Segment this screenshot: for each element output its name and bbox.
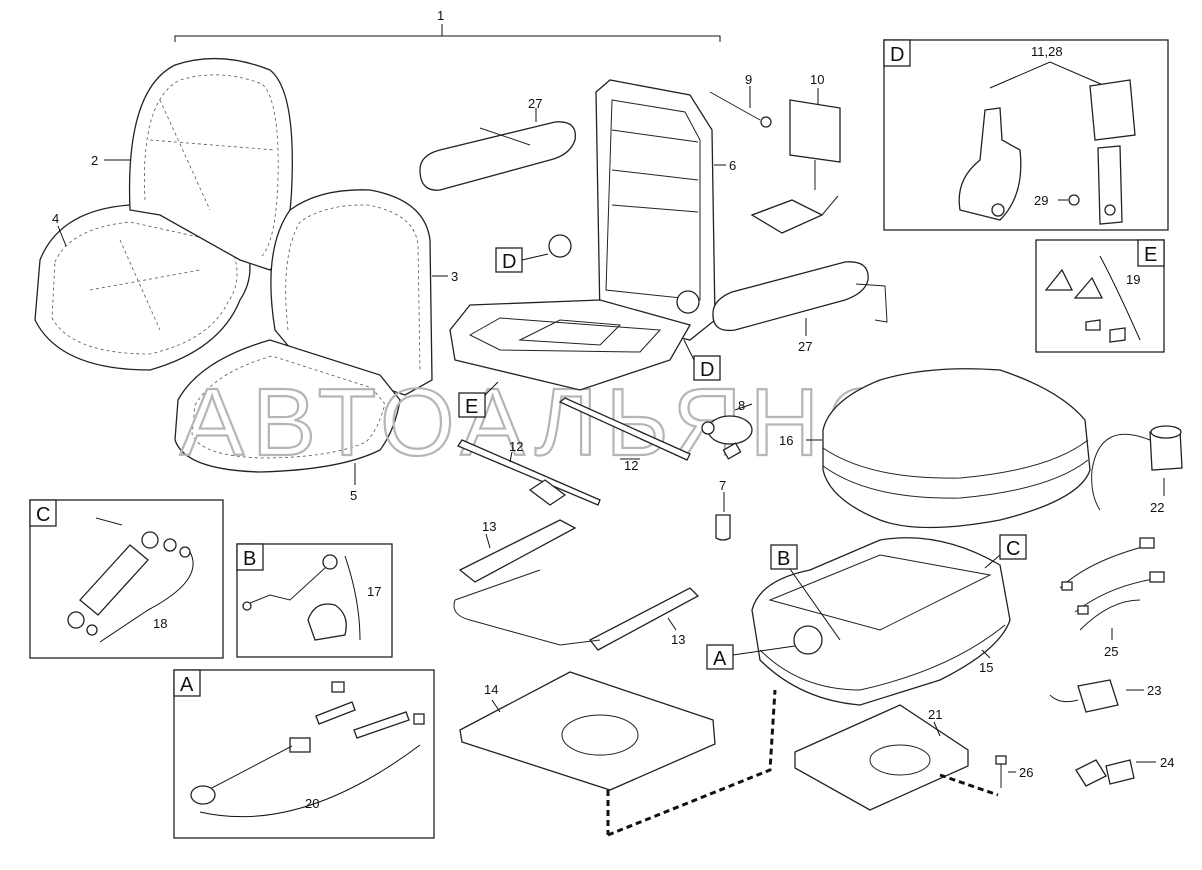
detail-b-box: B 17: [236, 543, 393, 658]
slide-rail-13-top: 13: [458, 519, 577, 583]
seat-frame: 6: [449, 79, 736, 391]
bolt-9: 9: [709, 72, 772, 128]
assembly-lines: [606, 689, 999, 837]
lever-8: 8: [701, 398, 753, 460]
callout-18: 18: [153, 616, 167, 631]
ref-b: B: [770, 544, 841, 641]
svg-text:A: A: [713, 648, 727, 670]
detail-e-box: E 19: [1035, 239, 1165, 353]
callout-14: 14: [484, 682, 498, 697]
seat-cushion-left: 4: [34, 204, 251, 371]
suspension-15: 15: [751, 537, 1011, 706]
rails-12: 12 12: [457, 397, 691, 506]
armrest-left: 27: [419, 96, 576, 191]
switch-23: 23: [1049, 679, 1161, 713]
detail-a-box: A 20: [173, 669, 435, 839]
callout-13-bottom: 13: [671, 632, 685, 647]
detail-a-label: A: [180, 674, 194, 696]
callout-3: 3: [451, 269, 458, 284]
svg-text:D: D: [502, 251, 516, 273]
callout-21: 21: [928, 707, 942, 722]
svg-text:C: C: [1006, 538, 1020, 560]
base-plate-14: 14: [459, 671, 716, 791]
callout-26: 26: [1019, 765, 1033, 780]
slide-rail-13-bottom: 13: [453, 569, 700, 651]
callout-29: 29: [1034, 193, 1048, 208]
ref-e: E: [458, 381, 499, 418]
callout-1: 1: [437, 8, 444, 23]
callout-22: 22: [1150, 500, 1164, 515]
seat-cushion-middle: 5: [174, 339, 401, 503]
ref-d-2: D: [683, 339, 721, 381]
callout-19: 19: [1126, 272, 1140, 287]
svg-text:E: E: [465, 396, 478, 418]
callout-23: 23: [1147, 683, 1161, 698]
armrest-right: 27: [712, 261, 888, 354]
callout-7: 7: [719, 478, 726, 493]
back-cushion-middle: 3: [270, 189, 458, 396]
detail-d-box: D 11,28 29: [883, 39, 1169, 231]
switch-24: 24: [1075, 755, 1174, 787]
ref-d-1: D: [495, 247, 549, 273]
detail-e-label: E: [1144, 244, 1157, 266]
callout-5: 5: [350, 488, 357, 503]
callout-17: 17: [367, 584, 381, 599]
seat-cushion-16: 16: [779, 368, 1091, 529]
svg-text:D: D: [700, 359, 714, 381]
detail-d-label: D: [890, 44, 904, 66]
callout-1-bracket: 1: [174, 8, 721, 42]
callout-20: 20: [305, 796, 319, 811]
callout-25: 25: [1104, 644, 1118, 659]
callout-4: 4: [52, 211, 59, 226]
callout-6: 6: [729, 158, 736, 173]
svg-text:B: B: [777, 548, 790, 570]
ref-a: A: [706, 644, 796, 670]
detail-b-label: B: [243, 548, 256, 570]
knob-7: 7: [715, 478, 731, 541]
callout-12-left: 12: [509, 439, 523, 454]
plate-21: 21: [794, 704, 969, 811]
callout-27-top: 27: [528, 96, 542, 111]
callout-11-28: 11,28: [1031, 44, 1063, 59]
detail-c-label: C: [36, 504, 50, 526]
callout-15: 15: [979, 660, 993, 675]
watermark-text: АВТОАЛЬЯНС: [180, 369, 904, 476]
wiring-harness-25: 25: [1059, 537, 1165, 659]
label-plate-10: 10: [750, 72, 841, 234]
callout-13-top: 13: [482, 519, 496, 534]
callout-27-bottom: 27: [798, 339, 812, 354]
detail-c-box: C 18: [29, 499, 224, 659]
callout-2: 2: [91, 153, 98, 168]
sensor-22: 22: [1091, 425, 1183, 515]
ref-c: C: [984, 534, 1027, 569]
callout-9: 9: [745, 72, 752, 87]
bolt-26: 26: [995, 755, 1033, 788]
callout-12-right: 12: [624, 458, 638, 473]
callout-8: 8: [738, 398, 745, 413]
callout-24: 24: [1160, 755, 1174, 770]
callout-16: 16: [779, 433, 793, 448]
callout-10: 10: [810, 72, 824, 87]
